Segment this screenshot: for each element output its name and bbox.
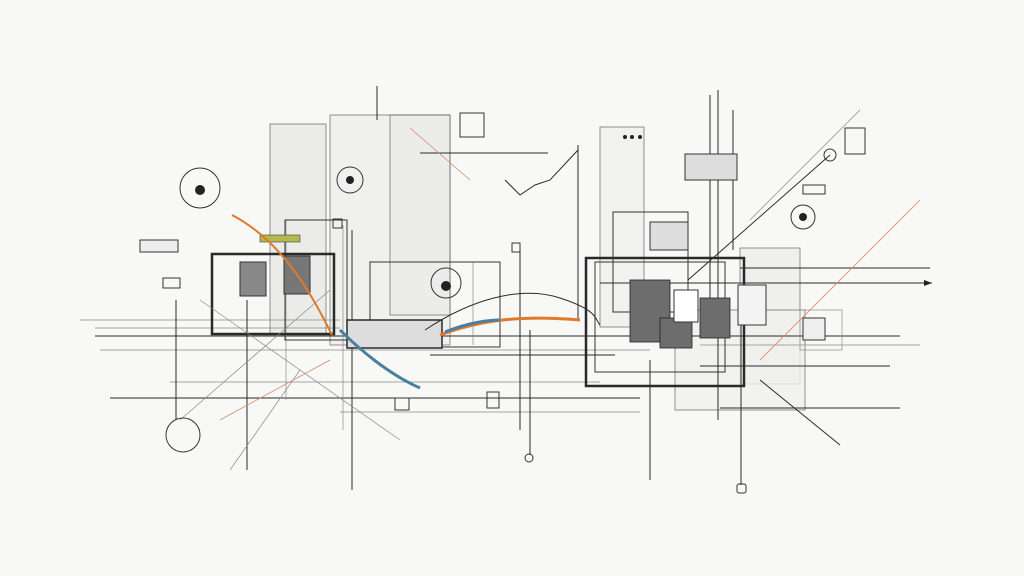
horizontal-lines	[80, 152, 932, 413]
background-panels	[269, 114, 806, 411]
arrow-head	[924, 280, 932, 286]
compass-icon	[790, 204, 816, 230]
panel	[389, 114, 451, 316]
panel	[674, 309, 806, 411]
bold-frame	[210, 252, 336, 336]
boxes	[139, 112, 866, 494]
lamp-icon	[179, 167, 221, 209]
target-icon	[165, 417, 201, 453]
panel	[269, 123, 327, 335]
dial-icon	[336, 166, 364, 194]
circle-icons	[165, 135, 837, 463]
gauge-icon	[430, 267, 462, 299]
curves	[179, 109, 921, 471]
